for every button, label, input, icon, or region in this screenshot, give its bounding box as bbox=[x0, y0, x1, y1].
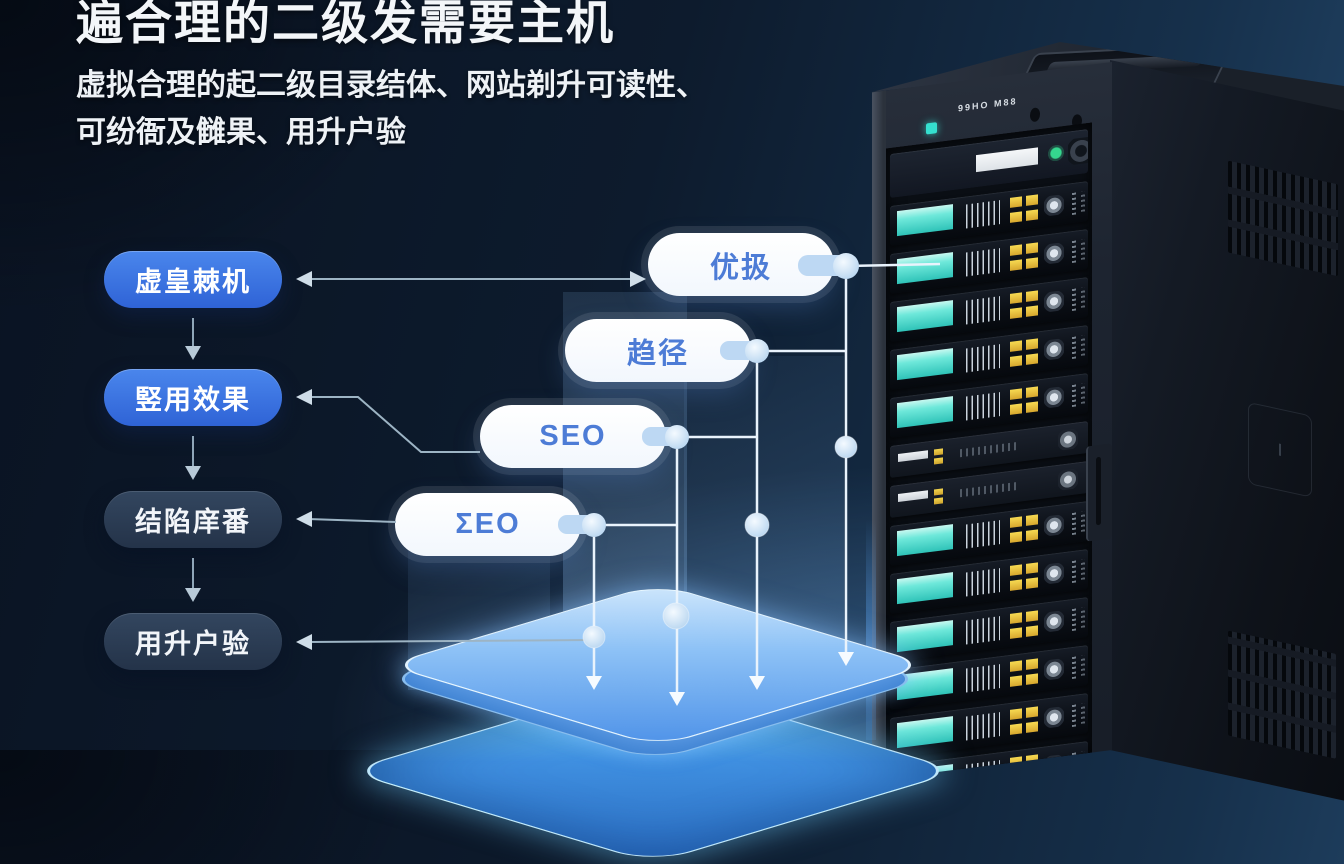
flow-node-left-4: 用升户验 bbox=[104, 613, 282, 670]
flow-node-right-3: SEO bbox=[480, 405, 666, 468]
server-rack-bay bbox=[886, 122, 1092, 779]
flow-node-left-1: 虚皇棘机 bbox=[104, 251, 282, 308]
vent-grille bbox=[1228, 630, 1336, 759]
server-logo-text: 99HO M88 bbox=[958, 95, 1018, 114]
flow-node-left-2: 竪用效果 bbox=[104, 369, 282, 426]
server-side-handle bbox=[1086, 443, 1112, 542]
server-front-face: 99HO M88 bbox=[872, 62, 1112, 781]
side-panel-plate bbox=[1248, 401, 1312, 498]
flow-node-right-4: ΣEO bbox=[395, 493, 581, 556]
server-tower-illustration: 99HO M88 bbox=[866, 42, 1344, 801]
flow-node-label: 趋径 bbox=[626, 337, 689, 370]
flow-node-right-2: 趋径 bbox=[565, 319, 751, 382]
edge-glow bbox=[866, 520, 876, 740]
flow-node-label: 竪用效果 bbox=[135, 385, 251, 415]
subtitle-line-1: 虚拟合理的起二级目录结体、网站剃升可读性、 bbox=[76, 69, 706, 102]
server-side-face bbox=[1110, 60, 1344, 801]
page-subtitle: 虚拟合理的起二级目录结体、网站剃升可读性、 可纷衙及雠果、用升户验 bbox=[76, 62, 716, 156]
flow-node-label: 优扱 bbox=[709, 251, 772, 284]
flow-node-label: SEO bbox=[539, 420, 607, 452]
flow-node-left-3: 结陷庠番 bbox=[104, 491, 282, 548]
flow-node-label: 虚皇棘机 bbox=[135, 267, 251, 297]
server-rack-units bbox=[886, 181, 1092, 779]
vent-grille bbox=[1228, 160, 1338, 277]
subtitle-line-2: 可纷衙及雠果、用升户验 bbox=[76, 116, 406, 149]
power-led bbox=[926, 122, 937, 135]
flow-node-right-1: 优扱 bbox=[648, 233, 834, 296]
flow-node-label: ΣEO bbox=[455, 508, 521, 540]
flow-node-label: 用升户验 bbox=[135, 629, 251, 659]
page-title: 遍合理的二级发需要主机 bbox=[76, 0, 615, 49]
flow-node-label: 结陷庠番 bbox=[135, 507, 251, 537]
screw-hole bbox=[1030, 107, 1040, 123]
